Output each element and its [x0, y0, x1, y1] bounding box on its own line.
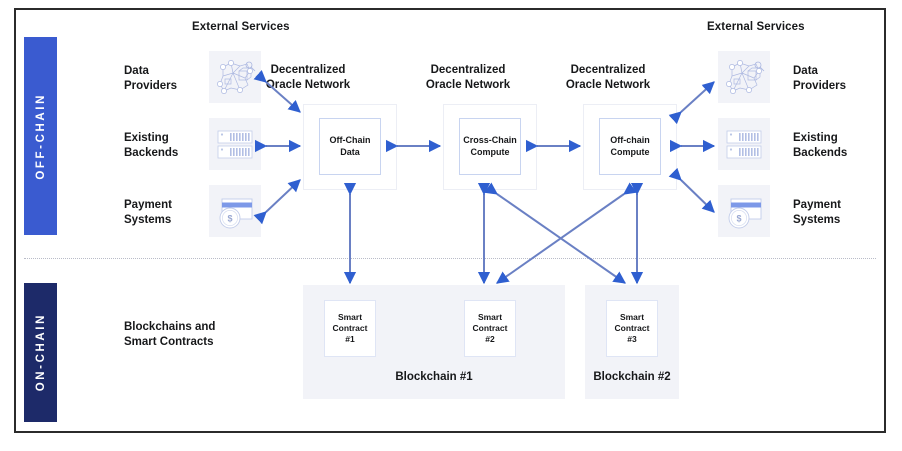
blockchains-section-label: Blockchains and Smart Contracts	[124, 320, 215, 350]
band-on-chain-label: ON-CHAIN	[34, 313, 47, 392]
label-payment-systems-left: Payment Systems	[124, 198, 172, 228]
band-on-chain: ON-CHAIN	[24, 283, 57, 422]
server-rack-icon	[209, 118, 261, 170]
label-line-1: Payment	[124, 199, 172, 211]
sc-line-3: #1	[345, 334, 355, 344]
onchain-offchain-divider	[24, 258, 876, 259]
label-line-1: Existing	[793, 132, 838, 144]
external-services-header-left: External Services	[192, 21, 290, 33]
label-line-2: Backends	[124, 147, 179, 159]
label-line-2: Providers	[124, 80, 178, 92]
sc-line-1: Smart	[619, 312, 645, 322]
label-payment-systems-right: Payment Systems	[793, 198, 841, 228]
node-line-1: Cross-Chain	[463, 135, 517, 145]
label-existing-backends-left: Existing Backends	[124, 131, 178, 161]
label-line-1: Data	[793, 65, 818, 77]
sc-line-3: #3	[627, 334, 637, 344]
svg-text:$: $	[227, 214, 232, 224]
label-line-1: Blockchains and	[124, 321, 216, 333]
label-line-1: Existing	[124, 132, 169, 144]
band-off-chain: OFF-CHAIN	[24, 37, 57, 235]
oracle-node-off-chain-data[interactable]: Off-Chain Data	[319, 118, 381, 175]
label-line-1: Data	[124, 65, 149, 77]
label-data-providers-left: Data Providers	[124, 64, 177, 94]
node-line-2: Compute	[610, 146, 650, 157]
oracle-network-title-3: Decentralized Oracle Network	[533, 63, 683, 93]
sc-line-2: Contract	[332, 323, 368, 333]
blockchain-label-2: Blockchain #2	[593, 371, 671, 383]
sc-line-1: Smart	[337, 312, 363, 322]
payment-card-icon: $	[209, 185, 261, 237]
blockchain-label-1: Blockchain #1	[395, 371, 473, 383]
svg-text:$: $	[736, 214, 741, 224]
sc-line-1: Smart	[477, 312, 503, 322]
label-data-providers-right: Data Providers	[793, 64, 846, 94]
label-line-1: Payment	[793, 199, 841, 211]
title-line-1: Decentralized	[270, 64, 346, 76]
oracle-network-title-2: Decentralized Oracle Network	[393, 63, 543, 93]
label-line-2: Smart Contracts	[124, 336, 214, 348]
title-line-1: Decentralized	[430, 64, 506, 76]
title-line-2: Oracle Network	[265, 79, 351, 91]
label-line-2: Systems	[124, 214, 172, 226]
title-line-2: Oracle Network	[565, 79, 651, 91]
node-line-2: Data	[340, 146, 360, 157]
label-existing-backends-right: Existing Backends	[793, 131, 847, 161]
sc-line-3: #2	[485, 334, 495, 344]
smart-contract-2[interactable]: Smart Contract #2	[464, 300, 516, 357]
label-line-2: Systems	[793, 214, 841, 226]
external-services-header-right: External Services	[707, 21, 805, 33]
sc-line-2: Contract	[614, 323, 650, 333]
label-line-2: Backends	[793, 147, 848, 159]
title-line-2: Oracle Network	[425, 79, 511, 91]
title-line-1: Decentralized	[570, 64, 646, 76]
smart-contract-1[interactable]: Smart Contract #1	[324, 300, 376, 357]
network-graph-icon	[718, 51, 770, 103]
server-rack-icon	[718, 118, 770, 170]
smart-contract-3[interactable]: Smart Contract #3	[606, 300, 658, 357]
label-line-2: Providers	[793, 80, 847, 92]
oracle-node-off-chain-compute[interactable]: Off-chain Compute	[599, 118, 661, 175]
oracle-node-cross-chain-compute[interactable]: Cross-Chain Compute	[459, 118, 521, 175]
payment-card-icon: $	[718, 185, 770, 237]
oracle-network-title-1: Decentralized Oracle Network	[233, 63, 383, 93]
node-line-1: Off-Chain	[329, 135, 371, 145]
node-line-1: Off-chain	[610, 135, 650, 145]
band-off-chain-label: OFF-CHAIN	[34, 92, 47, 180]
sc-line-2: Contract	[472, 323, 508, 333]
network-graph-icon	[209, 51, 261, 103]
node-line-2: Compute	[470, 146, 510, 157]
